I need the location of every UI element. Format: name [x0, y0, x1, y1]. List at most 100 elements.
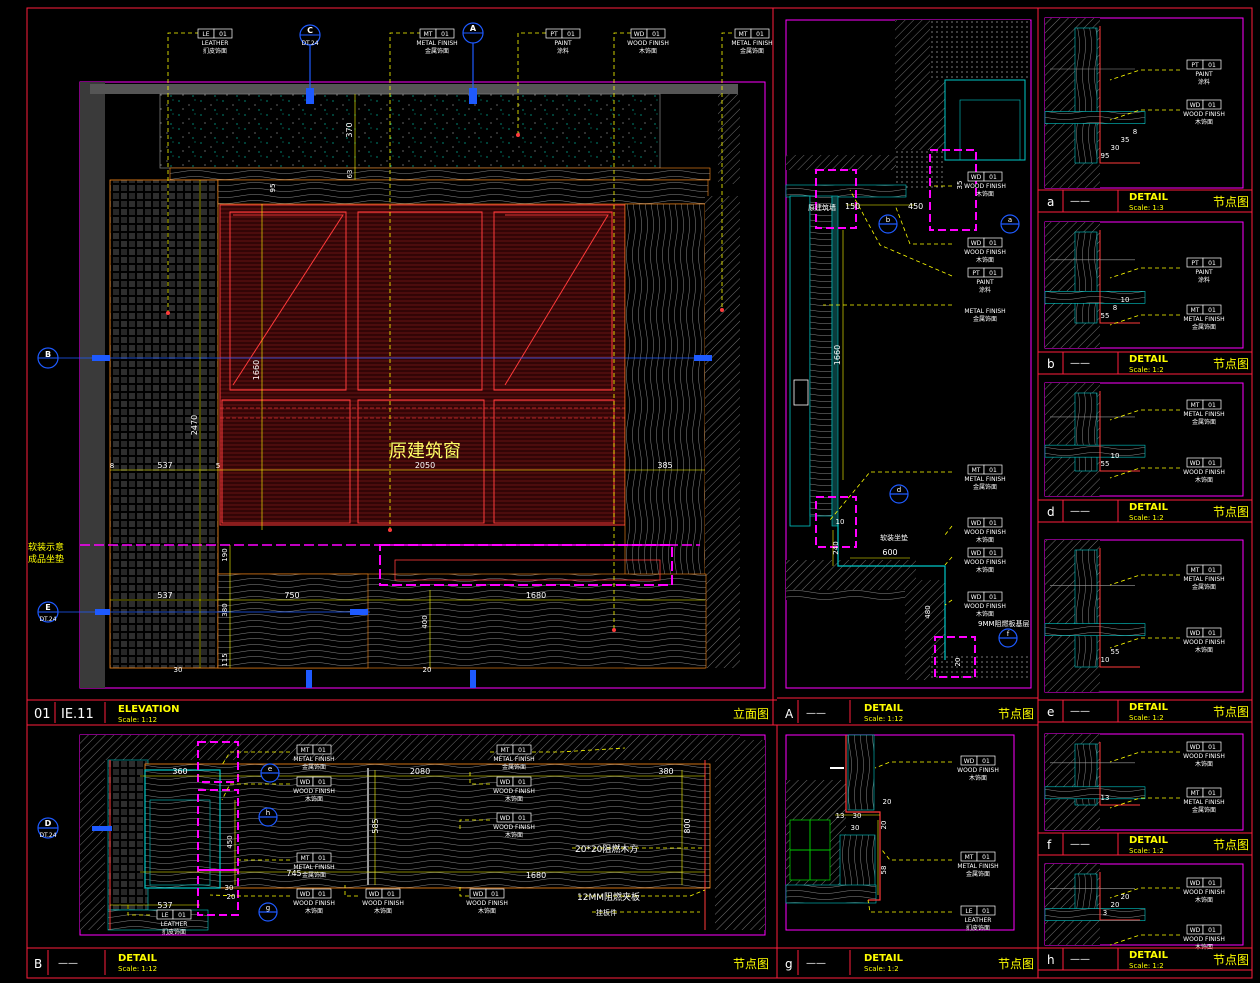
detail-f-scale: Scale: 1:2: [1129, 847, 1164, 855]
detail-f-tag-0-en: WOOD FINISH: [1183, 753, 1225, 760]
detail-b-tag-7-num: 01: [387, 891, 395, 898]
detail-b-note-board: 12MM阻燃夹板: [577, 891, 640, 903]
detail-a-cn: 节点图: [1213, 195, 1249, 209]
dim-8a: 8: [110, 462, 114, 470]
dim-537-top: 537: [157, 461, 172, 470]
detail-a-letter: a: [1047, 195, 1054, 209]
elevation-tag-1-cn: 金属饰面: [425, 47, 449, 55]
dim-2470: 2470: [190, 415, 199, 435]
detail-d-tag-1-code: WD: [1190, 460, 1201, 467]
dim-1680: 1680: [526, 591, 546, 600]
detail-b-tag-8-cn: 木饰面: [478, 907, 496, 915]
elevation-tag-0-en: LEATHER: [202, 40, 229, 47]
detail-b-drawing: [37, 734, 766, 936]
detail-b-tag-8-code: WD: [473, 891, 484, 898]
detail-b-tag-9-num-box: [172, 909, 192, 920]
detail-e-scale: Scale: 1:2: [1129, 714, 1164, 722]
detail-b-letter: B: [34, 957, 42, 971]
detail-g-dim-3: 30: [851, 824, 860, 832]
detail-f-tag-1-code: MT: [1191, 790, 1200, 797]
elevation-tag-4-code: MT: [739, 31, 748, 38]
detail-a-tag-7-code: WD: [971, 594, 982, 601]
detail-a-note-board: 9MM阻燃板基层: [978, 619, 1030, 628]
detail-a-tag-2-cn: 涂料: [979, 286, 991, 294]
detail-b-tag-0-cn: 涂料: [1198, 276, 1210, 284]
detail-g-tag-0-num: 01: [982, 758, 990, 765]
detail-g-text: 13 30 20 30 58 20: [836, 798, 892, 874]
detail-b-tag-8-num: 01: [491, 891, 499, 898]
detail-b-tag-3-num-box: [512, 776, 532, 787]
detail-b-dim-360: 360: [172, 767, 187, 776]
detail-e-tag-0-num: 01: [1208, 567, 1216, 574]
detail-b-tag-1-num-box: [1202, 304, 1222, 315]
detail-a-marker-f: f: [1007, 630, 1010, 638]
detail-a-text: b a d f 原建筑墙 软装坐垫 9MM阻燃板基层 450 150 1660 …: [808, 181, 1030, 667]
detail-b-tag-2-num-box: [512, 744, 532, 755]
detail-a-tag-0-num: 01: [989, 174, 997, 181]
detail-b-tag-0-num: 01: [1208, 260, 1216, 267]
detail-b-tag-1-cn: 金属饰面: [1192, 323, 1216, 331]
detail-g-tag-2-cn: 扪皮饰面: [966, 924, 990, 932]
detail-d-dim-1: 10: [1111, 452, 1120, 460]
detail-b-tag-0-code: PT: [1191, 260, 1199, 267]
detail-b-tag-9-cn: 扪皮饰面: [162, 928, 186, 936]
detail-g-tag-1-en: METAL FINISH: [957, 863, 998, 870]
detail-d-cn: 节点图: [1213, 505, 1249, 519]
detail-a-tag-6-en: WOOD FINISH: [964, 559, 1006, 566]
detail-a-tag-1-num-box: [983, 237, 1003, 248]
detail-b-tag-2-num: 01: [518, 747, 526, 754]
detail-b-marker-d-ref: DT.24: [39, 832, 56, 839]
dim-2050: 2050: [415, 461, 435, 470]
detail-b-tag-4-num: 01: [518, 815, 526, 822]
dim-400: 400: [421, 615, 429, 628]
detail-a-tag-5-code: WD: [971, 520, 982, 527]
detail-a-note-old: 原建筑墙: [808, 203, 836, 212]
detail-e-cn: 节点图: [1213, 705, 1249, 719]
detail-b-dim-2: 10: [1121, 296, 1130, 304]
detail-a-dim-600: 600: [882, 548, 897, 557]
detail-a-tag-2-num-box: [983, 267, 1003, 278]
detail-a-tag-6-num: 01: [989, 550, 997, 557]
detail-b-tag-3-en: WOOD FINISH: [493, 788, 535, 795]
detail-d-tag-0-en: METAL FINISH: [1183, 411, 1224, 418]
detail-b-dim-1: 8: [1113, 304, 1117, 312]
detail-b-cn: 节点图: [733, 957, 769, 971]
detail-a-tag-0-num-box: [1202, 59, 1222, 70]
section-marker-b-elev: [37, 347, 712, 369]
detail-a-title-bar: A —— DETAIL Scale: 1:12 节点图: [785, 700, 1034, 723]
detail-b-title: DETAIL: [118, 953, 158, 964]
detail-b-cn: 节点图: [1213, 357, 1249, 371]
detail-b-dim-30: 30: [225, 884, 234, 892]
detail-b-tag-8-en: WOOD FINISH: [466, 900, 508, 907]
detail-a-tag-5-cn: 木饰面: [976, 536, 994, 544]
elevation-tag-0-code: LE: [202, 31, 209, 38]
detail-b-scale: Scale: 1:12: [118, 965, 157, 973]
detail-b-dim-20: 20: [227, 893, 236, 901]
marker-c-ref: DT.24: [301, 40, 318, 47]
detail-h-tag-1-en: WOOD FINISH: [1183, 936, 1225, 943]
detail-b-tag-5-code: MT: [301, 855, 310, 862]
detail-b-dim-585: 585: [371, 818, 380, 833]
detail-a-tag-7-num: 01: [989, 594, 997, 601]
detail-a-marker-d: d: [897, 486, 901, 494]
detail-b-dim-380: 380: [658, 767, 673, 776]
detail-a-scale: Scale: 1:3: [1129, 204, 1164, 212]
detail-a-tag-1-num-box: [1202, 99, 1222, 110]
detail-g-dim-1: 30: [853, 812, 862, 820]
detail-b-tag-3-cn: 木饰面: [505, 795, 523, 803]
detail-a-dim-3: 8: [1133, 128, 1137, 136]
detail-b-dim-450: 450: [226, 835, 234, 848]
elevation-tag-4-num-box: [750, 28, 770, 39]
elevation-tag-3-en: WOOD FINISH: [627, 40, 669, 47]
